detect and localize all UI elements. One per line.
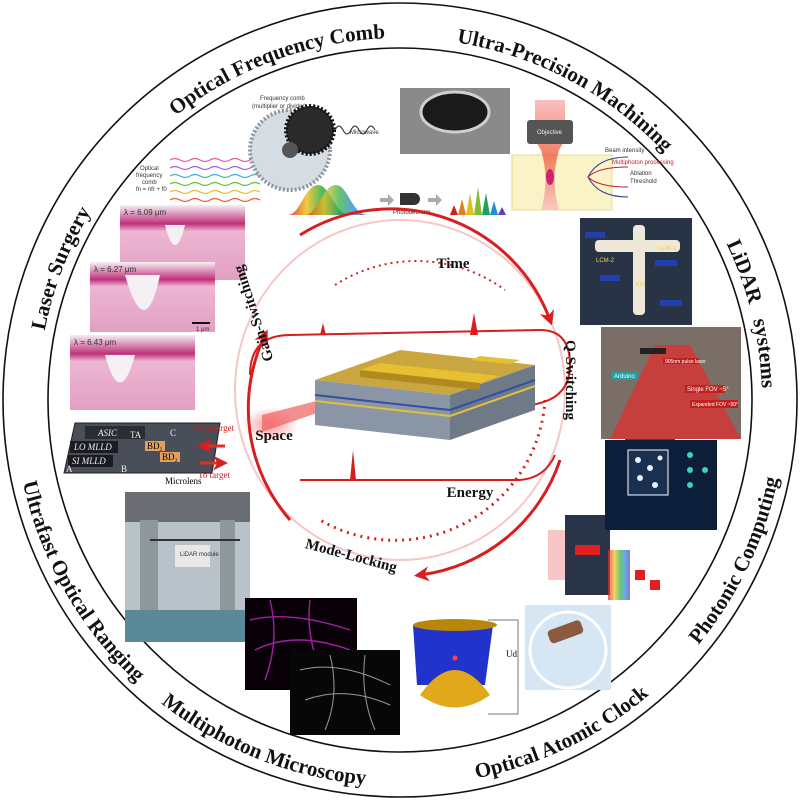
objective-lens-icon [527, 120, 573, 144]
text-asic: ASIC [97, 428, 118, 438]
bridge-lidar-drone-image: LiDAR module [125, 492, 250, 642]
dotted-time-arc [334, 260, 506, 291]
text-photodetector: Photodetector [393, 210, 430, 216]
inner-ring [47, 47, 753, 753]
text-single-fov: Single FOV ~5° [687, 387, 729, 393]
text-multiphoton-processing: Multiphoton processing [612, 160, 674, 166]
text-lambda-1: λ = 6.09 μm [124, 208, 167, 217]
text-ablation: Ablation [630, 171, 652, 177]
text-multiplier: (multiplier or divider) [252, 104, 306, 110]
comb-spectrum [450, 187, 506, 215]
mechanism-loops [234, 207, 572, 582]
label-time: Time [436, 256, 469, 272]
arrow-mode-locking [414, 459, 562, 582]
text-laser: 905nm pulse laser [665, 359, 706, 365]
text-from-target: From target [192, 423, 235, 433]
label-mode-locking: Mode-Locking [303, 536, 399, 576]
text-arduino: Arduino [614, 374, 635, 380]
text-a: A [66, 464, 73, 474]
text-frequency-comb: Frequency comb [260, 96, 305, 102]
text-lcm1: LCM-1 [658, 246, 677, 252]
text-ta: TA [130, 430, 142, 440]
text-microwave: Microwave [350, 130, 379, 136]
label-gain-switching: Gain-Switching [231, 263, 277, 364]
text-optical: Optical [140, 166, 159, 172]
label-energy: Energy [447, 485, 494, 501]
label-space: Space [255, 428, 293, 444]
text-bd2: BD₂ [162, 452, 178, 462]
text-lcm2: LCM-2 [596, 258, 615, 264]
label-optical-atomic-clock: Optical Atomic Clock [472, 680, 652, 783]
text-si-mlld: SI MLLD [72, 456, 106, 466]
sem-hole-image [400, 88, 510, 154]
multiphoton-microscopy-images [245, 598, 400, 735]
laser-surgery-histology: λ = 6.09 μm λ = 6.27 μm 1 μm λ = 6.43 μm [70, 205, 245, 410]
text-voltage: Ud [506, 649, 517, 659]
photodetector-icon [400, 193, 420, 205]
text-lambda-3: λ = 6.43 μm [74, 338, 117, 347]
text-frequency: frequency [136, 173, 162, 179]
text-microlens: Microlens [165, 476, 202, 486]
ranging-chip-diagram: ASIC LO MLLD SI MLLD TA BD₁ BD₂ A B C Fr… [63, 422, 235, 486]
text-scale-bar: 1 μm [196, 327, 209, 333]
text-b: B [121, 464, 127, 474]
text-to-target: To target [198, 470, 230, 480]
text-km: KM [636, 282, 645, 288]
atomic-clock-image [525, 605, 611, 690]
text-expanded-fov: Expanded FOV ~50° [692, 402, 738, 408]
lidar-lab-image: 905nm pulse laser Arduino Single FOV ~5°… [601, 327, 741, 439]
space-station-image: LCM-1 LCM-2 KM [580, 218, 692, 325]
text-threshold: Threshold [630, 179, 657, 185]
text-comb: comb [142, 180, 157, 186]
dark-gear-icon [284, 104, 336, 156]
text-lidar-module: LiDAR module [180, 552, 219, 558]
text-formula: fn = nfr + f0 [136, 187, 167, 193]
frequency-comb-panel: Frequency comb (multiplier or divider) M… [136, 96, 506, 216]
label-q-switching: Q-Switching [562, 340, 578, 421]
dotted-energy-arc [319, 399, 547, 542]
text-lambda-2: λ = 6.27 μm [94, 265, 137, 274]
photonic-computing-images [548, 430, 717, 600]
objective-diagram: Objective Beam intensity Multiphoton pro… [511, 100, 674, 211]
text-c: C [170, 428, 176, 438]
text-objective: Objective [537, 130, 563, 136]
text-beam-intensity: Beam intensity [605, 148, 644, 154]
text-lo-mlld: LO MLLD [73, 442, 112, 452]
ion-trap-diagram: Ud [413, 619, 519, 715]
text-bd1: BD₁ [147, 441, 163, 451]
laser-chip [314, 350, 536, 440]
label-laser-surgery: Laser Surgery [26, 201, 95, 331]
arrow-q-switching [299, 207, 554, 326]
